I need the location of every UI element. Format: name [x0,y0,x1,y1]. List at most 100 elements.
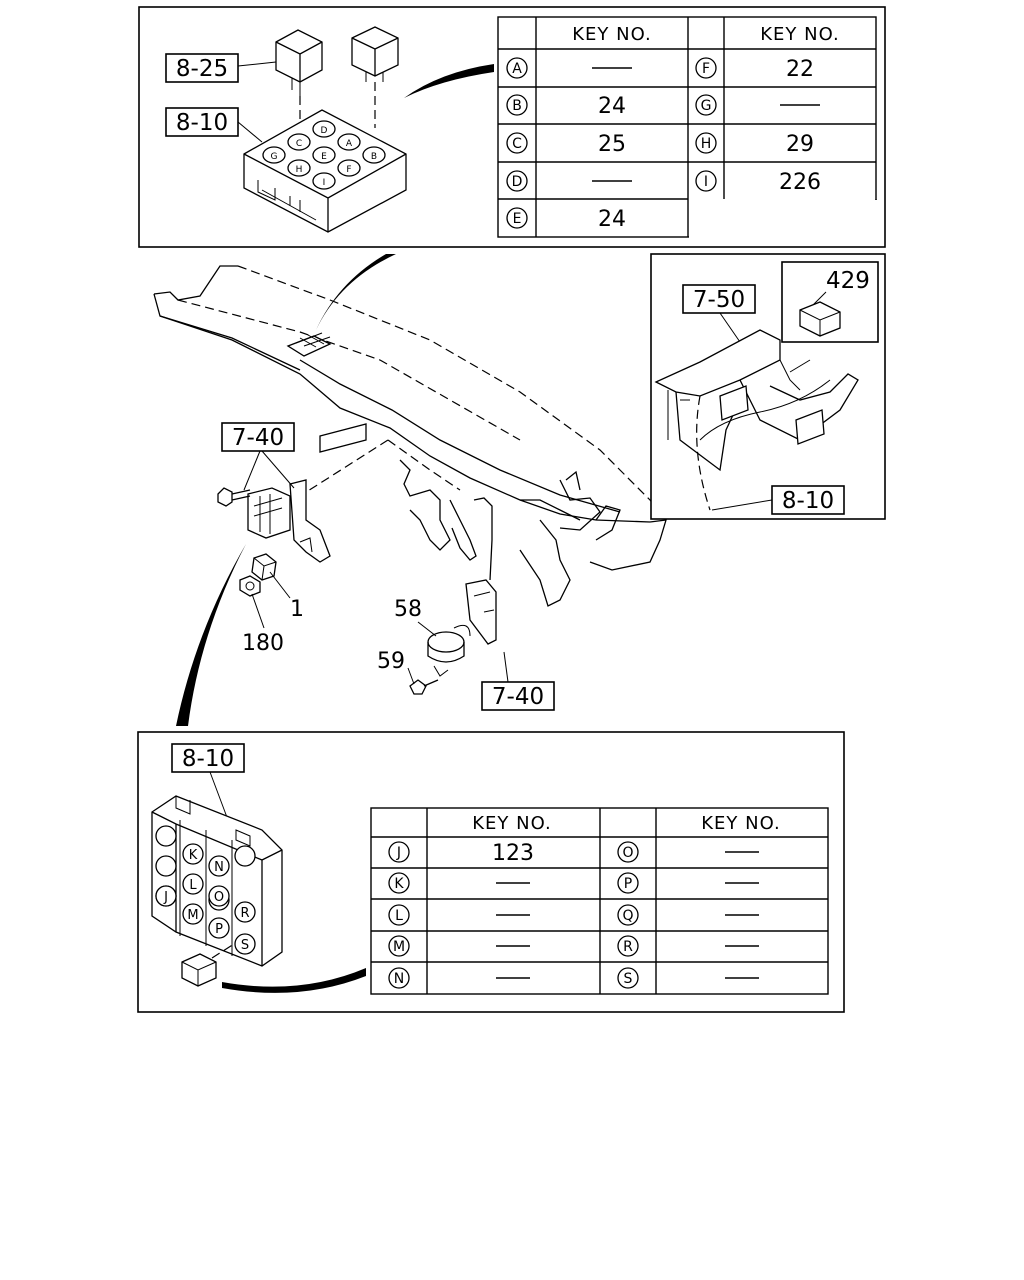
dash-relay-grid [286,332,332,357]
svg-text:O: O [214,890,224,905]
svg-text:180: 180 [242,631,284,656]
key-letter-circle: P [617,872,639,894]
leader-wedge [222,968,366,993]
svg-text:E: E [321,152,327,162]
relay-socket: H [287,159,311,177]
key-letter-circle: E [506,207,528,229]
svg-text:8-10: 8-10 [176,110,228,136]
svg-text:P: P [215,922,223,937]
key-letter-circle: F [695,57,717,79]
svg-text:B: B [371,152,377,162]
svg-text:H: H [296,165,303,175]
key-letter-circle: I [695,170,717,192]
svg-text:A: A [512,61,522,77]
key-number-value: — [502,967,524,992]
svg-text:1: 1 [290,597,304,622]
relay-icon [181,943,235,987]
fuse-socket: S [234,933,256,955]
ref-label-8-10: 8-10 [711,485,845,515]
fuse-socket [155,825,177,847]
key-number-value: 226 [779,170,821,195]
relay-socket: D [312,120,336,138]
svg-text:8-10: 8-10 [782,488,834,514]
key-letter-circle: C [506,132,528,154]
svg-text:I: I [704,174,708,190]
svg-text:E: E [513,211,522,227]
fuse-socket: R [234,901,256,923]
screw-part-59 [409,679,439,695]
svg-text:S: S [624,971,633,987]
fuse-box-drawing [151,795,283,967]
relay-socket: I [312,172,336,190]
key-letter-circle: N [388,967,410,989]
bolt-icon [217,487,251,507]
svg-text:G: G [701,98,712,114]
table-header: KEY NO. [701,813,781,834]
svg-text:58: 58 [394,597,422,622]
table-header: KEY NO. [760,24,840,45]
ref-label-8-10: 8-10 [171,743,245,821]
table-header: KEY NO. [572,24,652,45]
svg-text:K: K [394,876,404,892]
callout-1: 1 [269,571,304,622]
svg-text:B: B [512,98,522,114]
key-number-value: 22 [786,57,814,82]
fuse-socket: N [208,855,230,877]
key-number-value: — [731,935,753,960]
svg-text:O: O [622,845,633,861]
callout-58: 58 [394,597,437,637]
svg-text:7-50: 7-50 [693,287,745,313]
key-number-value: — [789,94,811,119]
svg-text:8-25: 8-25 [176,56,228,82]
svg-text:N: N [214,860,224,875]
ref-label-7-40: 7-40 [221,422,295,491]
svg-text:L: L [189,878,197,893]
key-letter-circle: D [506,170,528,192]
svg-text:7-40: 7-40 [232,425,284,451]
ref-label-7-50: 7-50 [682,284,756,343]
key-letter-circle: S [617,967,639,989]
svg-text:8-10: 8-10 [182,746,234,772]
svg-text:H: H [701,136,712,152]
relay-socket: B [362,146,386,164]
table-header: KEY NO. [472,813,552,834]
left-bracket-drawing [247,479,331,563]
key-letter-circle: Q [617,904,639,926]
svg-text:R: R [623,939,633,955]
relay-socket: C [287,133,311,151]
key-number-value: 25 [598,132,626,157]
key-number-value: — [502,904,524,929]
key-number-value: — [502,935,524,960]
fuse-socket: P [208,917,230,939]
buzzer-part-58 [427,624,471,677]
svg-text:429: 429 [826,268,870,294]
svg-text:F: F [702,61,710,77]
leader-wedge [404,64,494,98]
fuse-socket [234,845,256,867]
callout-180: 180 [242,593,284,656]
leader-wedge [176,544,246,726]
nut-part-180 [239,575,261,597]
key-letter-circle: J [388,841,410,863]
svg-text:F: F [346,165,351,175]
key-letter-circle: M [388,935,410,957]
key-number-value: — [502,872,524,897]
ref-label-7-40: 7-40 [481,651,555,711]
relay-socket: A [337,133,361,151]
key-letter-circle: G [695,94,717,116]
fuse-socket: O [208,885,230,907]
relay-socket: G [262,146,286,164]
svg-text:Q: Q [622,908,633,924]
svg-text:I: I [323,178,326,188]
dashboard-panel-drawing [153,265,667,607]
svg-text:G: G [271,152,278,162]
svg-text:S: S [241,938,249,953]
relay-icon [351,26,399,128]
key-letter-circle: K [388,872,410,894]
relay-socket: F [337,159,361,177]
leader-wedge [316,254,396,330]
